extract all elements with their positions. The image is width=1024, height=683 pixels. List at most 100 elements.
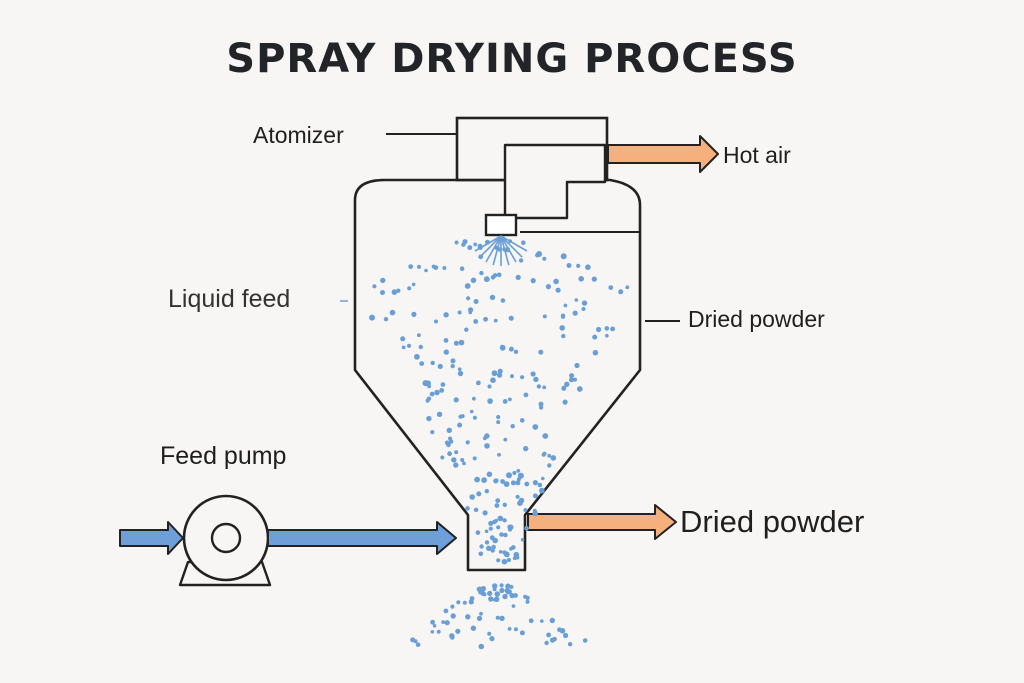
droplet: [432, 624, 437, 628]
atomizer-label: Atomizer: [253, 122, 344, 148]
droplet: [473, 242, 478, 247]
droplet: [525, 599, 530, 604]
droplet: [482, 436, 487, 441]
droplet: [542, 256, 547, 261]
droplet: [547, 463, 552, 468]
droplet: [469, 409, 474, 414]
droplet: [542, 451, 547, 456]
droplet: [440, 455, 445, 460]
droplet: [516, 477, 521, 482]
droplet: [484, 443, 490, 449]
droplet: [524, 481, 530, 487]
droplet: [573, 377, 577, 382]
droplet: [475, 530, 481, 535]
droplet: [380, 277, 386, 284]
droplet: [532, 493, 538, 499]
droplet: [608, 285, 614, 290]
droplet: [512, 470, 517, 476]
droplet: [516, 469, 521, 473]
droplet: [479, 270, 484, 276]
droplet: [400, 336, 406, 342]
droplet: [555, 287, 561, 293]
spray-jet: [500, 235, 528, 252]
droplet: [492, 587, 497, 592]
spray-jet: [485, 235, 502, 263]
droplet: [478, 643, 485, 650]
droplet: [510, 374, 514, 379]
droplet: [431, 264, 436, 269]
droplet: [538, 349, 544, 355]
droplet: [618, 289, 624, 295]
droplet: [561, 333, 566, 339]
dried-powder-outlet-arrow: [527, 504, 677, 540]
droplet: [488, 596, 494, 602]
droplet: [476, 491, 482, 497]
droplet: [391, 289, 398, 295]
droplet: [448, 439, 454, 444]
droplet: [519, 418, 525, 423]
droplet: [488, 526, 493, 531]
liquid-feed-arrow: [267, 521, 457, 555]
droplet: [574, 362, 580, 369]
droplet: [453, 462, 459, 468]
droplet: [466, 296, 471, 301]
droplet: [419, 361, 425, 366]
droplet: [502, 502, 507, 507]
droplet: [472, 396, 476, 401]
droplet: [464, 327, 469, 332]
dried-powder-side-label: Dried powder: [688, 306, 825, 332]
droplet: [491, 370, 498, 377]
droplet: [465, 614, 471, 620]
droplet: [572, 310, 578, 316]
droplet: [481, 477, 487, 483]
droplet: [494, 503, 500, 508]
droplet: [509, 546, 513, 551]
droplet: [468, 599, 474, 605]
droplet: [443, 349, 449, 355]
droplet: [462, 461, 466, 466]
droplet: [544, 640, 549, 646]
droplet: [401, 345, 406, 350]
droplet: [454, 240, 459, 245]
droplet: [513, 349, 519, 354]
droplet: [582, 638, 588, 643]
droplet: [503, 551, 510, 558]
droplet: [489, 535, 495, 541]
droplet: [453, 397, 459, 403]
droplet: [487, 384, 492, 389]
droplet: [444, 620, 450, 626]
droplet: [496, 558, 501, 563]
droplet: [508, 346, 514, 352]
droplet: [486, 471, 493, 478]
droplet: [492, 583, 498, 589]
droplet: [437, 363, 443, 369]
feed-pump-icon: [178, 494, 272, 587]
droplet: [604, 326, 610, 331]
droplet: [450, 604, 455, 609]
liquid-feed-label: Liquid feed: [168, 285, 291, 313]
droplet: [449, 633, 455, 639]
droplet: [491, 544, 496, 550]
droplet: [450, 358, 456, 364]
droplet: [424, 268, 428, 273]
droplet: [396, 288, 401, 293]
droplet: [530, 278, 536, 284]
droplet: [506, 557, 511, 563]
droplet: [538, 405, 544, 410]
droplet: [459, 266, 465, 272]
droplet: [478, 590, 483, 595]
droplet: [500, 298, 506, 303]
droplet: [473, 319, 479, 324]
droplet: [519, 630, 525, 636]
droplet: [474, 507, 479, 512]
droplet: [383, 317, 389, 322]
droplet: [513, 627, 518, 632]
droplet: [549, 617, 555, 624]
spray-jet: [492, 235, 502, 266]
droplet: [537, 482, 543, 488]
droplet: [507, 627, 512, 631]
droplet: [506, 472, 512, 479]
droplet: [414, 353, 420, 360]
